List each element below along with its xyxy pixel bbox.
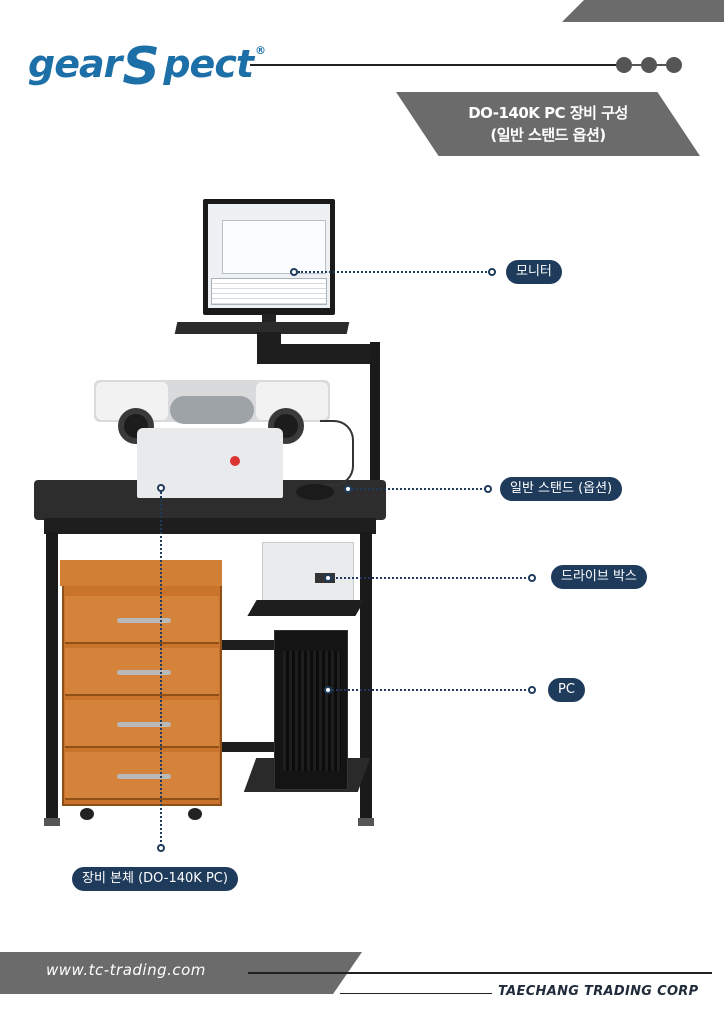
drivebox-callout-node — [324, 574, 332, 582]
machine-spindle — [170, 396, 254, 424]
stand-apron — [44, 518, 376, 534]
monitor-callout-node — [290, 268, 298, 276]
gearspect-logo: gear S pect ® — [28, 37, 266, 97]
logo-text-pect: pect — [163, 42, 254, 86]
stand-callout-leader — [352, 488, 486, 490]
machine-cable — [320, 420, 354, 486]
header-dot-3 — [666, 57, 682, 73]
monitor-image — [203, 199, 335, 315]
footer-url-link[interactable]: www.tc-trading.com — [46, 961, 206, 979]
stand-callout-label: 일반 스탠드 (옵션) — [500, 477, 623, 501]
cabinet-caster-right — [188, 808, 202, 820]
emergency-stop-button — [230, 456, 240, 466]
footer-company-name: TAECHANG TRADING CORP — [498, 984, 699, 999]
main-unit-callout-node-end — [157, 844, 165, 852]
header-dot-2 — [641, 57, 657, 73]
drivebox-callout-label: 드라이브 박스 — [551, 565, 647, 589]
main-unit-callout-leader — [160, 492, 162, 846]
header-dot-1 — [616, 57, 632, 73]
logo-s-mark: S — [122, 37, 159, 97]
stand-callout-node — [344, 485, 352, 493]
pc-callout-node — [324, 686, 332, 694]
logo-text-gear: gear — [28, 42, 122, 86]
drive-box-image — [262, 542, 354, 604]
drawer-1 — [65, 596, 219, 644]
screen-table — [211, 278, 327, 305]
top-corner-tab — [562, 0, 724, 22]
page-title-banner: DO-140K PC 장비 구성 (일반 스탠드 옵션) — [396, 92, 700, 156]
monitor-screen — [208, 204, 330, 308]
stand-callout-node-end — [484, 485, 492, 493]
footer-rule-lower — [340, 993, 492, 994]
page-title-line1: DO-140K PC 장비 구성 — [468, 104, 628, 122]
pc-tower-image — [274, 630, 348, 790]
stand-rail-lower — [220, 742, 280, 752]
stand-leg-left — [46, 532, 58, 820]
registered-mark: ® — [255, 43, 266, 57]
monitor-callout-label: 모니터 — [506, 260, 562, 284]
pc-callout-label: PC — [548, 678, 585, 702]
drawer-cabinet-top — [60, 560, 222, 586]
stand-foot-left — [44, 818, 60, 826]
monitor-callout-leader — [298, 271, 490, 273]
main-unit-callout-node — [157, 484, 165, 492]
drive-box-shelf — [247, 600, 365, 616]
stand-leg-right — [360, 532, 372, 820]
stand-foot-right — [358, 818, 374, 826]
header-rule — [250, 64, 620, 66]
footer-rule-upper — [248, 972, 712, 974]
drawer-3 — [65, 700, 219, 748]
stand-pole — [370, 342, 380, 490]
pc-callout-leader — [332, 689, 530, 691]
pc-callout-node-end — [528, 686, 536, 694]
drawer-2 — [65, 648, 219, 696]
drawer-4 — [65, 752, 219, 800]
mouse-image — [296, 484, 334, 500]
cabinet-caster-left — [80, 808, 94, 820]
drivebox-callout-leader — [332, 577, 530, 579]
screen-graph — [222, 220, 326, 274]
monitor-arm — [262, 344, 378, 364]
drivebox-callout-node-end — [528, 574, 536, 582]
main-unit-callout-label: 장비 본체 (DO-140K PC) — [72, 867, 238, 891]
monitor-callout-node-end — [488, 268, 496, 276]
stand-rail-upper — [220, 640, 280, 650]
page-title-line2: (일반 스탠드 옵션) — [490, 126, 606, 144]
